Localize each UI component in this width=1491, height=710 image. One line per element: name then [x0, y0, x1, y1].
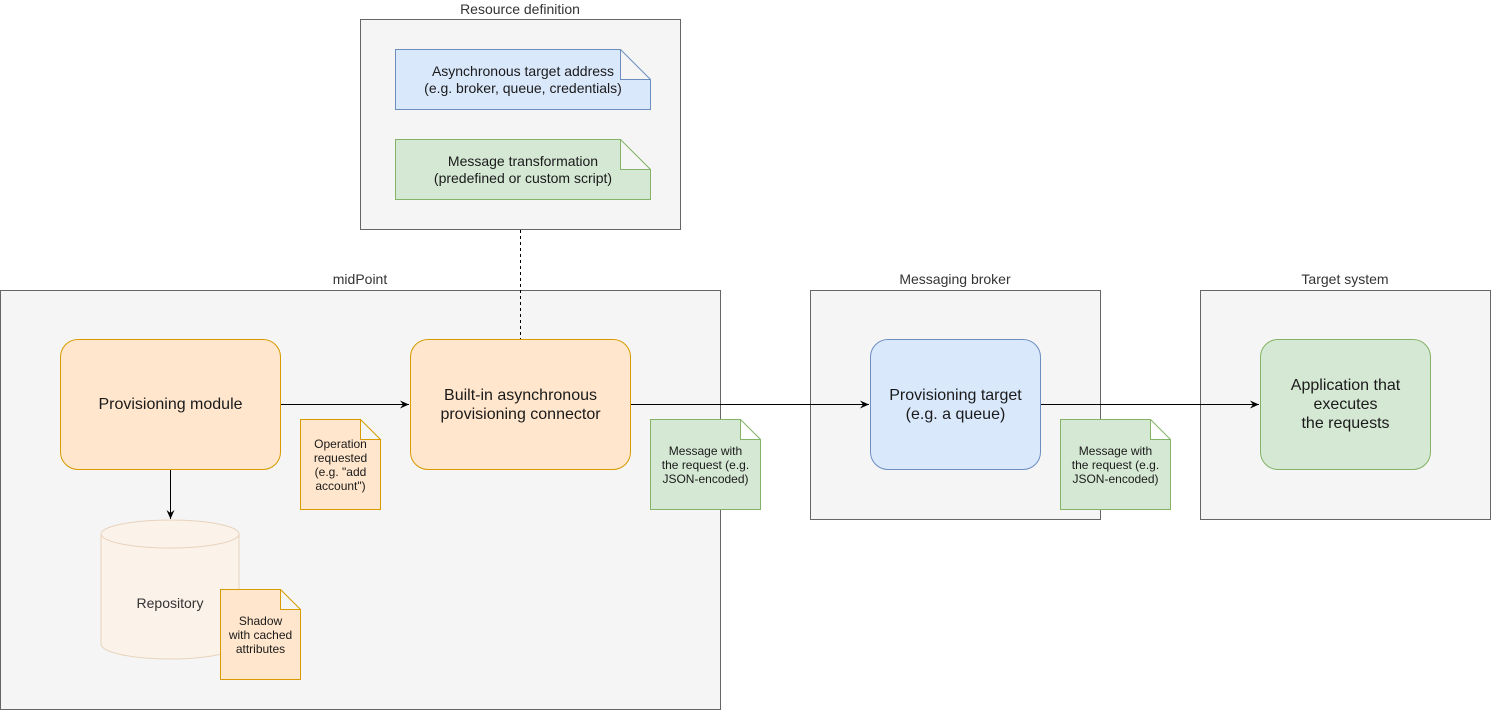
message-note-1: Message with the request (e.g. JSON-enco…: [650, 419, 761, 510]
provisioning-target-node: Provisioning target (e.g. a queue): [870, 339, 1041, 470]
repository-label: Repository: [136, 595, 204, 611]
application-label: Application that executes the requests: [1290, 377, 1401, 432]
application-node: Application that executes the requests: [1260, 339, 1431, 470]
target-system-label: Target system: [1301, 271, 1389, 287]
message-note-2: Message with the request (e.g. JSON-enco…: [1060, 419, 1171, 510]
shadow-note: Shadow with cached attributes: [220, 589, 301, 680]
operation-requested-note: Operation requested (e.g. "add account"): [300, 419, 381, 510]
shadow-text: Shadow with cached attributes: [228, 613, 293, 656]
midpoint-label: midPoint: [332, 271, 388, 287]
operation-requested-text: Operation requested (e.g. "add account"): [313, 436, 368, 493]
message-transformation-note: Message transformation (predefined or cu…: [395, 139, 651, 200]
messaging-broker-label: Messaging broker: [899, 271, 1011, 287]
resource-definition-label: Resource definition: [460, 1, 580, 17]
provisioning-target-label: Provisioning target (e.g. a queue): [889, 386, 1022, 423]
repository-cylinder: [100, 519, 240, 660]
provisioning-module-node: Provisioning module: [60, 339, 281, 470]
connector-node: Built-in asynchronous provisioning conne…: [410, 339, 631, 470]
connector-label: Built-in asynchronous provisioning conne…: [440, 386, 601, 423]
async-target-address-text: Asynchronous target address (e.g. broker…: [424, 62, 622, 96]
provisioning-module-label: Provisioning module: [98, 396, 243, 413]
message-note-1-text: Message with the request (e.g. JSON-enco…: [661, 443, 750, 486]
message-note-2-text: Message with the request (e.g. JSON-enco…: [1071, 443, 1160, 486]
message-transformation-text: Message transformation (predefined or cu…: [433, 152, 613, 186]
async-target-address-note: Asynchronous target address (e.g. broker…: [395, 49, 651, 110]
